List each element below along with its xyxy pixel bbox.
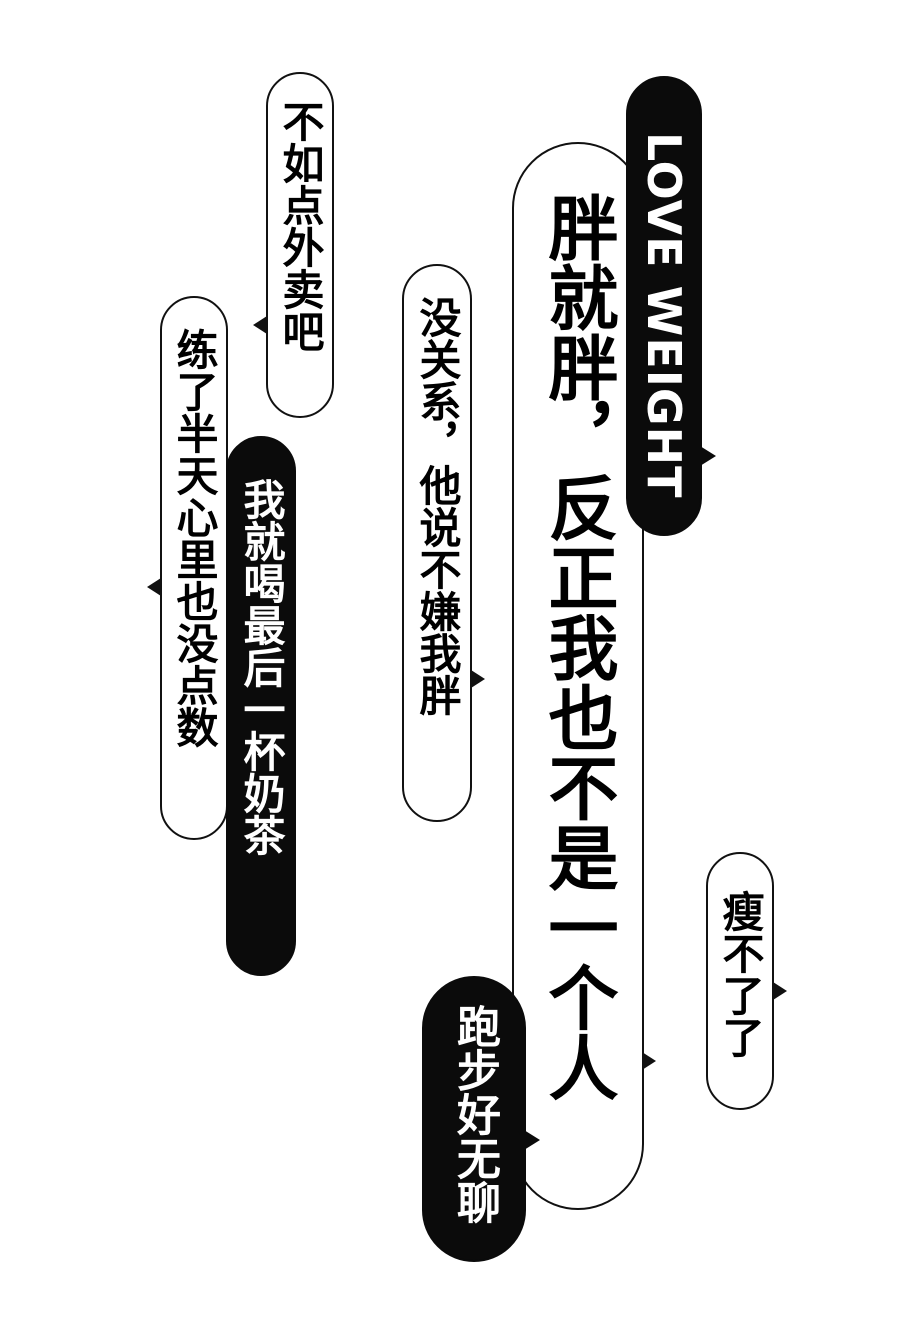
- bubble-workout: 练了半天心里也没点数: [160, 296, 228, 840]
- bubble-cant-lose-tail: [773, 982, 787, 1000]
- bubble-workout-tail: [147, 578, 161, 596]
- bubble-main-tail: [642, 1052, 656, 1070]
- bubble-running-tail: [524, 1130, 540, 1150]
- bubble-takeout-tail: [253, 316, 267, 334]
- bubble-milktea-text: 我就喝最后一杯奶茶: [237, 478, 286, 856]
- bubble-milktea: 我就喝最后一杯奶茶: [226, 436, 296, 976]
- bubble-main-text: 胖就胖，反正我也不是一个人: [537, 192, 619, 1102]
- bubble-workout-text: 练了半天心里也没点数: [170, 328, 219, 748]
- bubble-takeout: 不如点外卖吧: [266, 72, 334, 418]
- bubble-love-weight-text: LOVE WEIGHT: [637, 132, 691, 499]
- bubble-boyfriend-text: 没关系，他说不嫌我胖: [413, 296, 462, 716]
- bubble-boyfriend: 没关系，他说不嫌我胖: [402, 264, 472, 822]
- bubble-takeout-text: 不如点外卖吧: [276, 100, 325, 352]
- bubble-boyfriend-tail: [471, 670, 485, 688]
- bubble-running-text: 跑步好无聊: [449, 1004, 500, 1224]
- bubble-cant-lose-text: 瘦不了了: [716, 890, 765, 1058]
- bubble-cant-lose: 瘦不了了: [706, 852, 774, 1110]
- bubble-main: 胖就胖，反正我也不是一个人: [512, 142, 644, 1210]
- bubble-running: 跑步好无聊: [422, 976, 526, 1262]
- bubble-love-weight: LOVE WEIGHT: [626, 76, 702, 536]
- bubble-love-weight-tail: [700, 446, 716, 466]
